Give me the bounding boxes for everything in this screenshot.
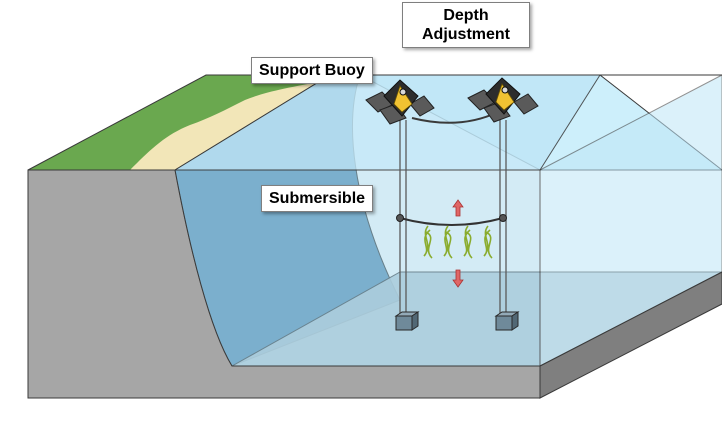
arrow-down-icon <box>452 269 464 288</box>
submersible-label: Submersible <box>261 185 374 212</box>
anchor-block-icon <box>494 311 520 331</box>
water-side-face <box>539 74 722 367</box>
submersible-structure <box>396 214 507 226</box>
sand-beach <box>130 80 330 170</box>
anchor-block-icon <box>394 311 420 331</box>
depth-adjustment-line1: Depth <box>443 7 489 24</box>
support-buoy-icon <box>365 79 435 125</box>
support-buoy-icon <box>467 77 539 123</box>
water-front-face <box>174 169 541 367</box>
support-buoy-label: Support Buoy <box>251 57 373 84</box>
depth-adjustment-line2: Adjustment <box>422 26 510 43</box>
arrow-up-icon <box>452 199 464 217</box>
kelp-plant-icon <box>423 225 493 259</box>
depth-adjustment-label: Depth Adjustment <box>402 2 530 48</box>
ground-front-face <box>27 169 541 399</box>
